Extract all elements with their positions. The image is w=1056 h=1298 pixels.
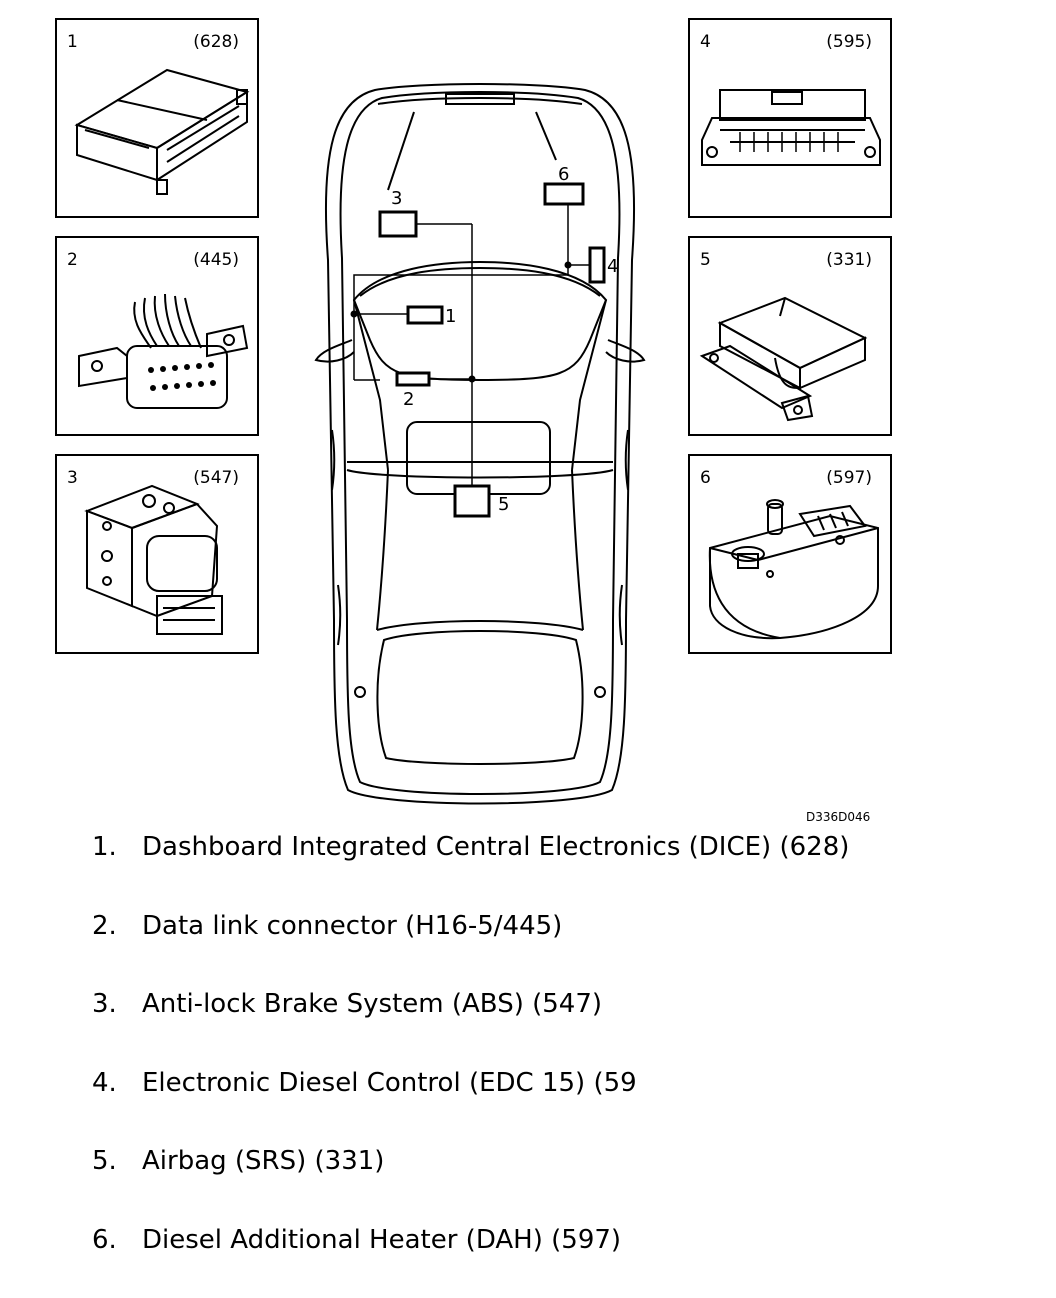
legend-text: Data link connector (H16-5/445) — [142, 910, 563, 941]
data-link-connector-icon — [78, 293, 249, 409]
component-box-3 — [378, 210, 418, 238]
legend-number: 2. — [92, 910, 117, 941]
car-body-outline — [324, 83, 636, 805]
component-legend: 1. Dashboard Integrated Central Electroni… — [92, 826, 849, 1298]
edc-module-icon — [701, 89, 881, 166]
legend-number: 1. — [92, 832, 117, 862]
component-box-6 — [543, 182, 585, 206]
legend-item: 1. Dashboard Integrated Central Electroni… — [92, 826, 849, 905]
panel-number: 6 — [700, 468, 711, 488]
component-panel-3: 3 (547) — [55, 454, 259, 654]
component-box-1 — [406, 305, 444, 325]
sunroof-outline — [406, 421, 551, 495]
legend-number: 3. — [92, 989, 117, 1020]
component-box-5 — [453, 484, 491, 518]
callout-4: 4 — [607, 256, 618, 277]
legend-number: 5. — [92, 1146, 117, 1177]
legend-item: 2. Data link connector (H16-5/445) — [92, 905, 849, 984]
panel-code: (445) — [193, 250, 239, 270]
figure-reference-code: D336D046 — [806, 810, 871, 824]
legend-text: Anti-lock Brake System (ABS) (547) — [142, 989, 603, 1020]
panel-number: 5 — [700, 250, 711, 270]
component-panel-5: 5 (331) — [688, 236, 892, 436]
legend-item: 5. Airbag (SRS) (331) — [92, 1140, 849, 1219]
component-panel-4: 4 (595) — [688, 18, 892, 218]
car-top-view-diagram: 3 6 4 1 2 5 — [314, 83, 646, 805]
legend-text: Electronic Diesel Control (EDC 15) (59 — [142, 1067, 637, 1098]
legend-text: Airbag (SRS) (331) — [142, 1146, 385, 1177]
legend-text: Dashboard Integrated Central Electronics… — [142, 832, 850, 862]
panel-code: (547) — [193, 468, 239, 488]
component-panel-1: 1 (628) — [55, 18, 259, 218]
abs-unit-icon — [84, 484, 223, 635]
component-panel-6: 6 (597) — [688, 454, 892, 654]
wire-frame-box — [353, 265, 569, 380]
legend-item: 6. Diesel Additional Heater (DAH) (597) — [92, 1219, 849, 1298]
panel-number: 2 — [67, 250, 78, 270]
callout-5: 5 — [498, 494, 509, 515]
callout-1: 1 — [445, 306, 456, 327]
heater-unit-icon — [708, 499, 879, 640]
legend-item: 4. Electronic Diesel Control (EDC 15) (59 — [92, 1062, 687, 1141]
component-box-4 — [588, 246, 606, 284]
panel-number: 3 — [67, 468, 78, 488]
component-panel-2: 2 (445) — [55, 236, 259, 436]
callout-6: 6 — [558, 164, 569, 185]
airbag-module-icon — [699, 296, 868, 422]
panel-number: 1 — [67, 32, 78, 52]
legend-item: 3. Anti-lock Brake System (ABS) (547) — [92, 983, 849, 1062]
panel-number: 4 — [700, 32, 711, 52]
callout-2: 2 — [403, 389, 414, 410]
panel-code: (331) — [826, 250, 872, 270]
panel-code: (628) — [193, 32, 239, 52]
component-box-2 — [395, 371, 431, 387]
callout-3: 3 — [391, 188, 402, 209]
dice-module-icon — [74, 68, 250, 195]
panel-code: (595) — [826, 32, 872, 52]
panel-code: (597) — [826, 468, 872, 488]
legend-text: Diesel Additional Heater (DAH) (597) — [142, 1224, 622, 1255]
legend-number: 4. — [92, 1067, 117, 1098]
rear-window-outline — [376, 630, 584, 765]
legend-number: 6. — [92, 1224, 117, 1255]
